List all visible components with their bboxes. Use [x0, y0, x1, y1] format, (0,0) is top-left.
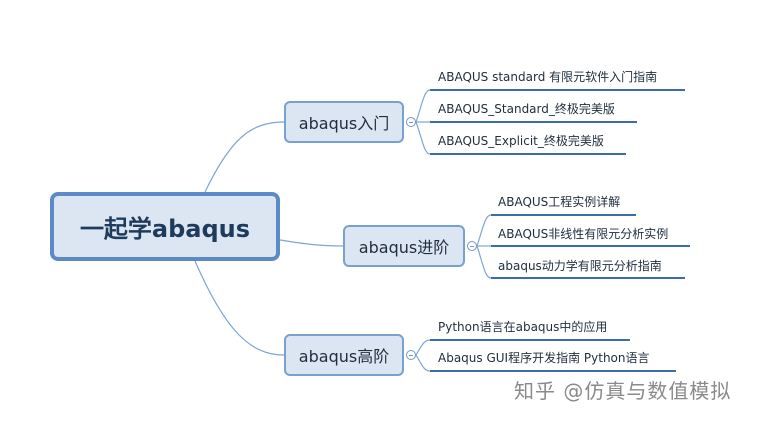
link-b2-leaf-0	[415, 339, 431, 356]
watermark-text: 知乎 @仿真与数值模拟	[514, 379, 732, 403]
link-root-branch-1	[279, 239, 344, 247]
link-b2-leaf-1	[415, 354, 431, 372]
branch-node-expert[interactable]: abaqus高阶	[284, 334, 404, 376]
link-b0-leaf-0	[415, 89, 431, 123]
leaf-node[interactable]: abaqus动力学有限元分析指南	[498, 259, 662, 273]
leaf-node[interactable]: ABAQUS standard 有限元软件入门指南	[438, 70, 658, 84]
leaf-node[interactable]: ABAQUS_Standard_终极完美版	[438, 102, 615, 116]
leaf-node[interactable]: Python语言在abaqus中的应用	[438, 320, 608, 334]
branch-node-label: abaqus进阶	[358, 238, 450, 257]
link-root-branch-0	[204, 121, 285, 193]
collapse-toggle-icon[interactable]	[406, 350, 416, 360]
root-node-label: 一起学abaqus	[79, 215, 251, 243]
collapse-toggle-icon[interactable]	[467, 241, 477, 251]
leaf-node[interactable]: ABAQUS工程实例详解	[498, 195, 621, 209]
branch-node-label: abaqus高阶	[298, 347, 390, 366]
branch-node-label: abaqus入门	[298, 114, 390, 133]
branch-node-advanced[interactable]: abaqus进阶	[343, 225, 465, 267]
collapse-toggle-icon[interactable]	[406, 117, 416, 127]
link-root-branch-2	[194, 260, 285, 356]
branch-node-beginner[interactable]: abaqus入门	[284, 101, 404, 143]
leaf-node[interactable]: Abaqus GUI程序开发指南 Python语言	[438, 351, 650, 365]
root-node[interactable]: 一起学abaqus	[50, 192, 280, 261]
leaf-node[interactable]: ABAQUS_Explicit_终极完美版	[438, 134, 604, 148]
link-b1-leaf-2	[476, 245, 492, 279]
link-b1-leaf-0	[476, 214, 492, 247]
leaf-node[interactable]: ABAQUS非线性有限元分析实例	[498, 227, 669, 241]
link-b0-leaf-2	[415, 121, 431, 155]
